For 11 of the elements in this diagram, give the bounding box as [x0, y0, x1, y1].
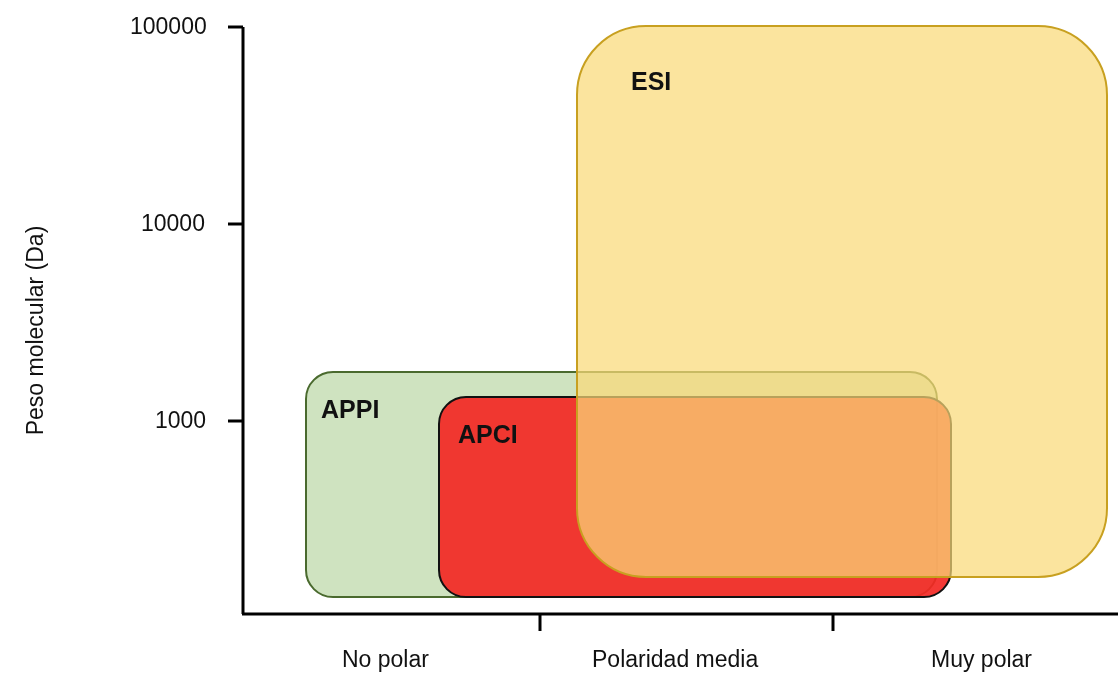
tick-label: No polar [342, 646, 429, 673]
tick-label: 100000 [130, 13, 207, 40]
tick-label: Muy polar [931, 646, 1032, 673]
region-label: APCI [458, 420, 518, 449]
region-label: APPI [321, 395, 380, 424]
tick-label: 10000 [141, 210, 205, 237]
tick-label: 1000 [155, 407, 207, 434]
rounded-region [576, 25, 1108, 578]
tick-label: Polaridad media [592, 646, 759, 673]
region-label: ESI [631, 67, 672, 96]
axis-title: Peso molecular (Da) [22, 225, 50, 435]
